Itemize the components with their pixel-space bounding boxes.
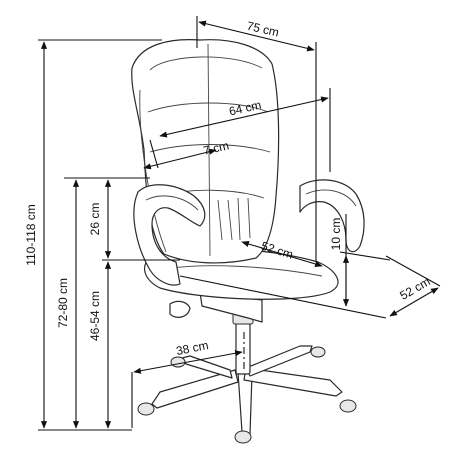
seat-depth-label: 52 cm (397, 274, 432, 302)
base-radius-line (133, 350, 243, 374)
backrest-width-line (159, 96, 329, 138)
base-radius-label: 38 cm (175, 338, 210, 358)
overall-width-line (198, 20, 315, 52)
seat-width-line (241, 241, 323, 267)
dimension-lines (38, 16, 441, 431)
cushion-thickness-label: 10 cm (329, 218, 343, 251)
backrest-gap-label: 26 cm (88, 203, 102, 236)
seat-height-label: 72-80 cm (56, 278, 70, 328)
armrest-height-label: 46-54 cm (88, 291, 102, 341)
lumbar-depth-label: 7 cm (202, 138, 230, 157)
seat-depth-line (389, 287, 439, 317)
overall-height-label: 110-118 cm (24, 204, 38, 266)
lumbar-depth-line (143, 148, 217, 170)
overall-width-label: 75 cm (245, 19, 280, 40)
